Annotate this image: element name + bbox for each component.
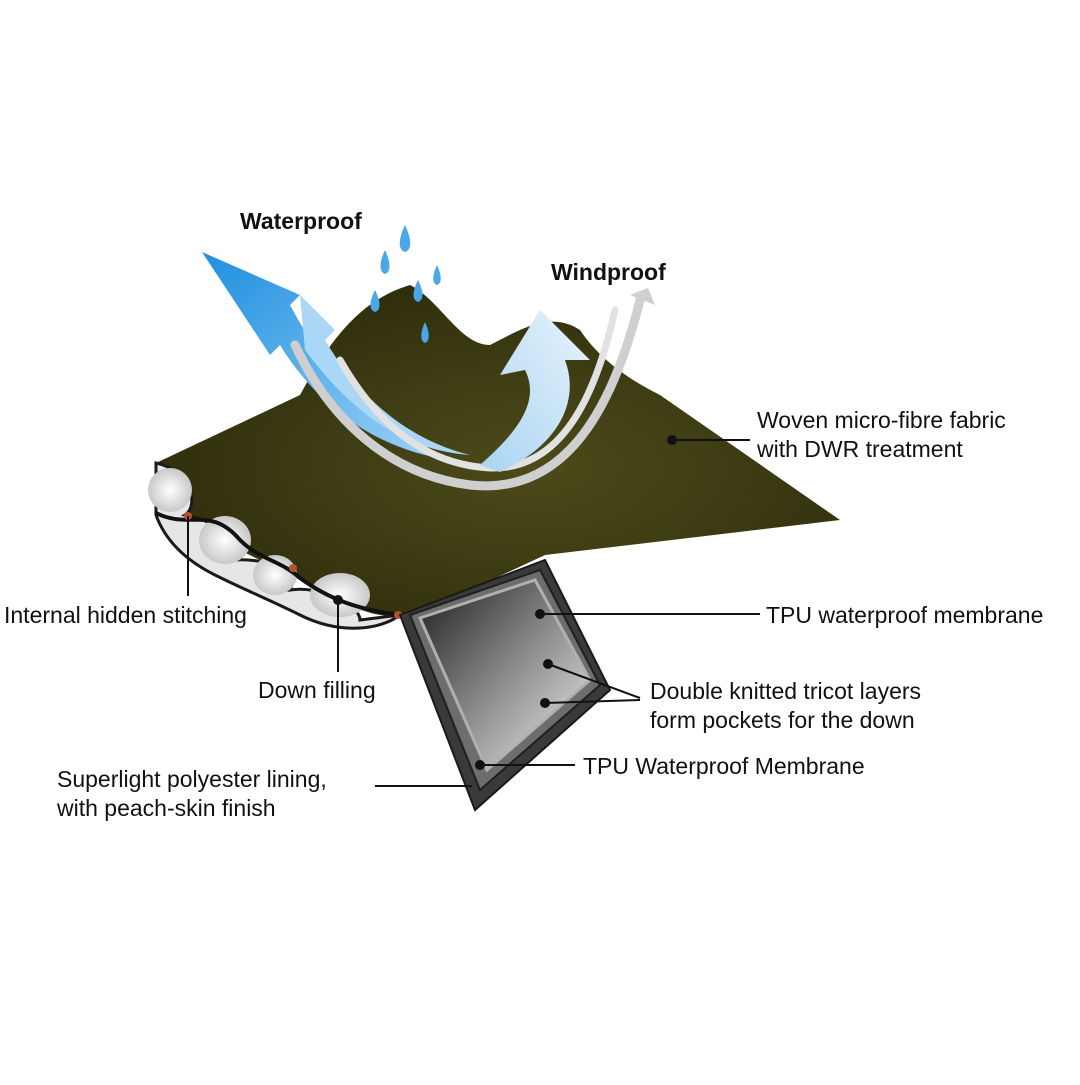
tpu-membrane-top-label: TPU waterproof membrane xyxy=(766,602,1044,628)
wind-curve xyxy=(290,295,645,491)
down-puff xyxy=(148,468,192,512)
tricot-label-line2: form pockets for the down xyxy=(650,707,915,733)
windproof-arrow xyxy=(480,310,590,472)
outer-fabric-label: Woven micro-fibre fabric with DWR treatm… xyxy=(757,406,1006,464)
tricot-label: Double knitted tricot layers form pocket… xyxy=(650,677,921,735)
lining-label-line1: Superlight polyester lining, xyxy=(57,766,327,792)
raindrop-icon xyxy=(370,290,380,312)
windproof-title: Windproof xyxy=(551,259,666,285)
down-puff xyxy=(310,573,370,617)
tricot-label-line1: Double knitted tricot layers xyxy=(650,678,922,704)
down-filling-label: Down filling xyxy=(258,677,376,703)
raindrop-icon xyxy=(413,280,423,302)
wind-arrowhead xyxy=(630,288,655,305)
waterproof-title: Waterproof xyxy=(240,208,362,234)
outer-fabric-label-line2: with DWR treatment xyxy=(757,436,963,462)
outer-fabric-label-line1: Woven micro-fibre fabric xyxy=(757,407,1006,433)
raindrop-icon xyxy=(433,265,441,285)
stitch-point xyxy=(289,564,297,572)
lining-label-line2: with peach-skin finish xyxy=(57,795,276,821)
stitch-line xyxy=(155,511,401,617)
raindrop-icon xyxy=(421,322,429,343)
down-puff xyxy=(253,555,297,595)
tpu-membrane-bottom-label: TPU Waterproof Membrane xyxy=(583,753,865,779)
stitching-label: Internal hidden stitching xyxy=(4,602,247,628)
leader-lines xyxy=(187,435,760,787)
down-puff xyxy=(199,516,251,564)
raindrop-icon xyxy=(380,250,390,274)
lining-label: Superlight polyester lining, with peach-… xyxy=(57,765,327,823)
waterproof-arrow xyxy=(202,252,450,460)
raindrop-icon xyxy=(399,225,411,252)
